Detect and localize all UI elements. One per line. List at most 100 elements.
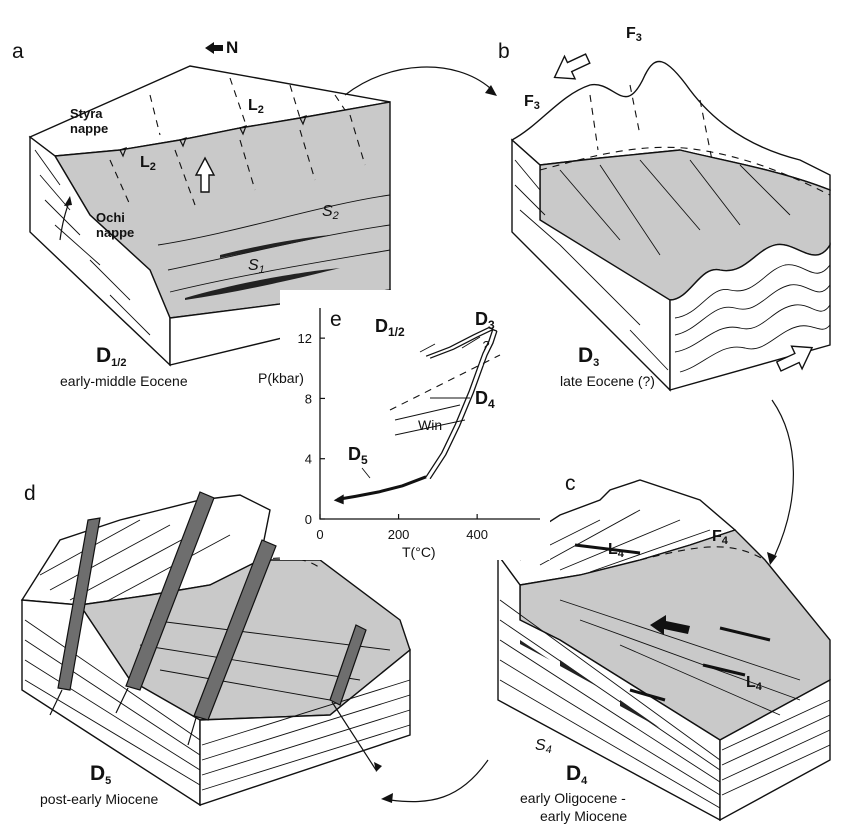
- pt-path-d5: [337, 475, 427, 501]
- l4-lineations: [629, 626, 771, 702]
- panel-b-letter: b: [498, 40, 510, 63]
- pt-path-d3: [478, 328, 494, 365]
- l2-lineations-grey: [109, 114, 366, 206]
- pt-path-envelope: [482, 330, 498, 367]
- grey-surface-lines: [559, 159, 791, 256]
- fault-movement-lines: [49, 687, 377, 771]
- block-b-front-face: [669, 242, 831, 391]
- s1-label: S1: [248, 257, 265, 276]
- panel-a-letter: a: [12, 40, 24, 63]
- fold-layer: [679, 324, 831, 373]
- pt-path-envelope: [429, 328, 498, 359]
- ochi-label-1: Ochi: [96, 210, 125, 225]
- stage-d5-age: post-early Miocene: [40, 791, 158, 807]
- shear-arrow-bottom-icon: [775, 345, 814, 372]
- y-tick-label: 8: [305, 391, 312, 406]
- arrow-c-to-d-head: [381, 793, 393, 803]
- l2-label-grey: L2: [140, 154, 156, 173]
- d5-fault-2: [125, 491, 215, 691]
- north-arrow-icon: [205, 42, 223, 54]
- panel-b-block: [510, 53, 831, 392]
- l4-label-right: L4: [746, 674, 763, 693]
- contact-dashed: [539, 146, 831, 196]
- chart-label-win: Win: [418, 417, 442, 433]
- panel-d-letter: d: [24, 482, 36, 505]
- chart-label-d4: D4: [475, 388, 495, 411]
- pt-path-envelope: [429, 365, 484, 480]
- stage-d5-title: D5: [90, 762, 111, 787]
- chart-label-question: ?: [482, 338, 490, 353]
- chart-leader-lines: [361, 336, 481, 479]
- x-ticks: 0 200 400: [316, 514, 488, 542]
- y-tick-label: 0: [305, 512, 312, 527]
- x-tick-label: 200: [388, 527, 410, 542]
- stage-d12-title: D1/2: [96, 344, 126, 369]
- pt-chart: 0 4 8 12 0 200 400: [280, 290, 550, 560]
- block-b-left-hatch: [514, 159, 669, 371]
- pt-path-d12: [425, 326, 494, 357]
- y-ticks: 0 4 8 12: [298, 331, 325, 527]
- block-c-front-face: [719, 678, 831, 822]
- fault-arrowhead: [374, 762, 382, 772]
- fold-layer: [674, 284, 831, 336]
- f3-axial-traces: [589, 84, 713, 161]
- f3-label-right: F3: [626, 25, 642, 44]
- chart-ylabel: P(kbar): [258, 370, 304, 386]
- arrow-c-to-d: [389, 759, 489, 803]
- shear-arrow-top-icon: [553, 53, 591, 80]
- s2-label: S2: [322, 203, 339, 222]
- stage-d3-age: late Eocene (?): [560, 373, 655, 389]
- c-surface-lines: [559, 599, 801, 716]
- f4-fold-lines: [519, 509, 711, 573]
- north-label: N: [226, 38, 238, 57]
- x-tick-label: 400: [466, 527, 488, 542]
- x-tick-label: 0: [316, 527, 323, 542]
- c-front-layering: [721, 699, 831, 796]
- stage-d12-age: early-middle Eocene: [60, 373, 188, 389]
- stage-d4-title: D4: [566, 762, 588, 787]
- reaction-line: [394, 419, 466, 436]
- l4-label-top: L4: [608, 541, 625, 560]
- stage-d3-title: D3: [578, 344, 599, 369]
- d5-fault-3: [193, 539, 277, 721]
- c-contact-dashed: [639, 546, 766, 561]
- arrow-b-to-c-head: [767, 552, 777, 565]
- pt-path-arrowhead: [333, 494, 344, 505]
- styra-label-1: Styra: [70, 106, 103, 121]
- chart-label-d5: D5: [348, 444, 368, 467]
- panel-e-letter: e: [330, 308, 342, 331]
- stage-d4-age-2: early Miocene: [540, 808, 627, 824]
- l2-lineations-top: [149, 77, 346, 136]
- styra-label-2: nappe: [70, 121, 108, 136]
- s1-lens: [185, 268, 340, 300]
- chart-background: [280, 290, 550, 560]
- thrust-teeth: [119, 115, 308, 158]
- arrow-b-to-c: [771, 399, 794, 556]
- arrow-a-to-b: [344, 66, 491, 96]
- panel-d-block: [20, 491, 411, 807]
- reaction-line: [394, 404, 461, 421]
- panel-c-block: [496, 479, 831, 822]
- d-layering: [24, 619, 201, 786]
- f4-label: F4: [712, 528, 729, 547]
- arrow-a-to-b-head: [485, 85, 497, 96]
- y-tick-label: 12: [298, 331, 312, 346]
- l2-label-top: L2: [248, 97, 264, 116]
- s2-lens: [220, 235, 330, 258]
- d5-fault-4: [329, 624, 367, 706]
- y-tick-label: 4: [305, 452, 312, 467]
- chart-xlabel: T(°C): [402, 544, 436, 560]
- chart-label-d3: D3: [475, 309, 495, 332]
- transport-arrow-black-icon: [650, 615, 690, 635]
- chart-series: [333, 326, 498, 505]
- panel-c-letter: c: [565, 472, 576, 495]
- block-a-left-face: [29, 135, 171, 367]
- thrust-arrowhead: [64, 196, 72, 206]
- fold-layer: [674, 264, 831, 319]
- pt-path-d4: [425, 363, 480, 478]
- s4-label: S4: [535, 737, 552, 756]
- f3-label-left: F3: [524, 93, 540, 112]
- l4-lineation-top: [574, 543, 641, 555]
